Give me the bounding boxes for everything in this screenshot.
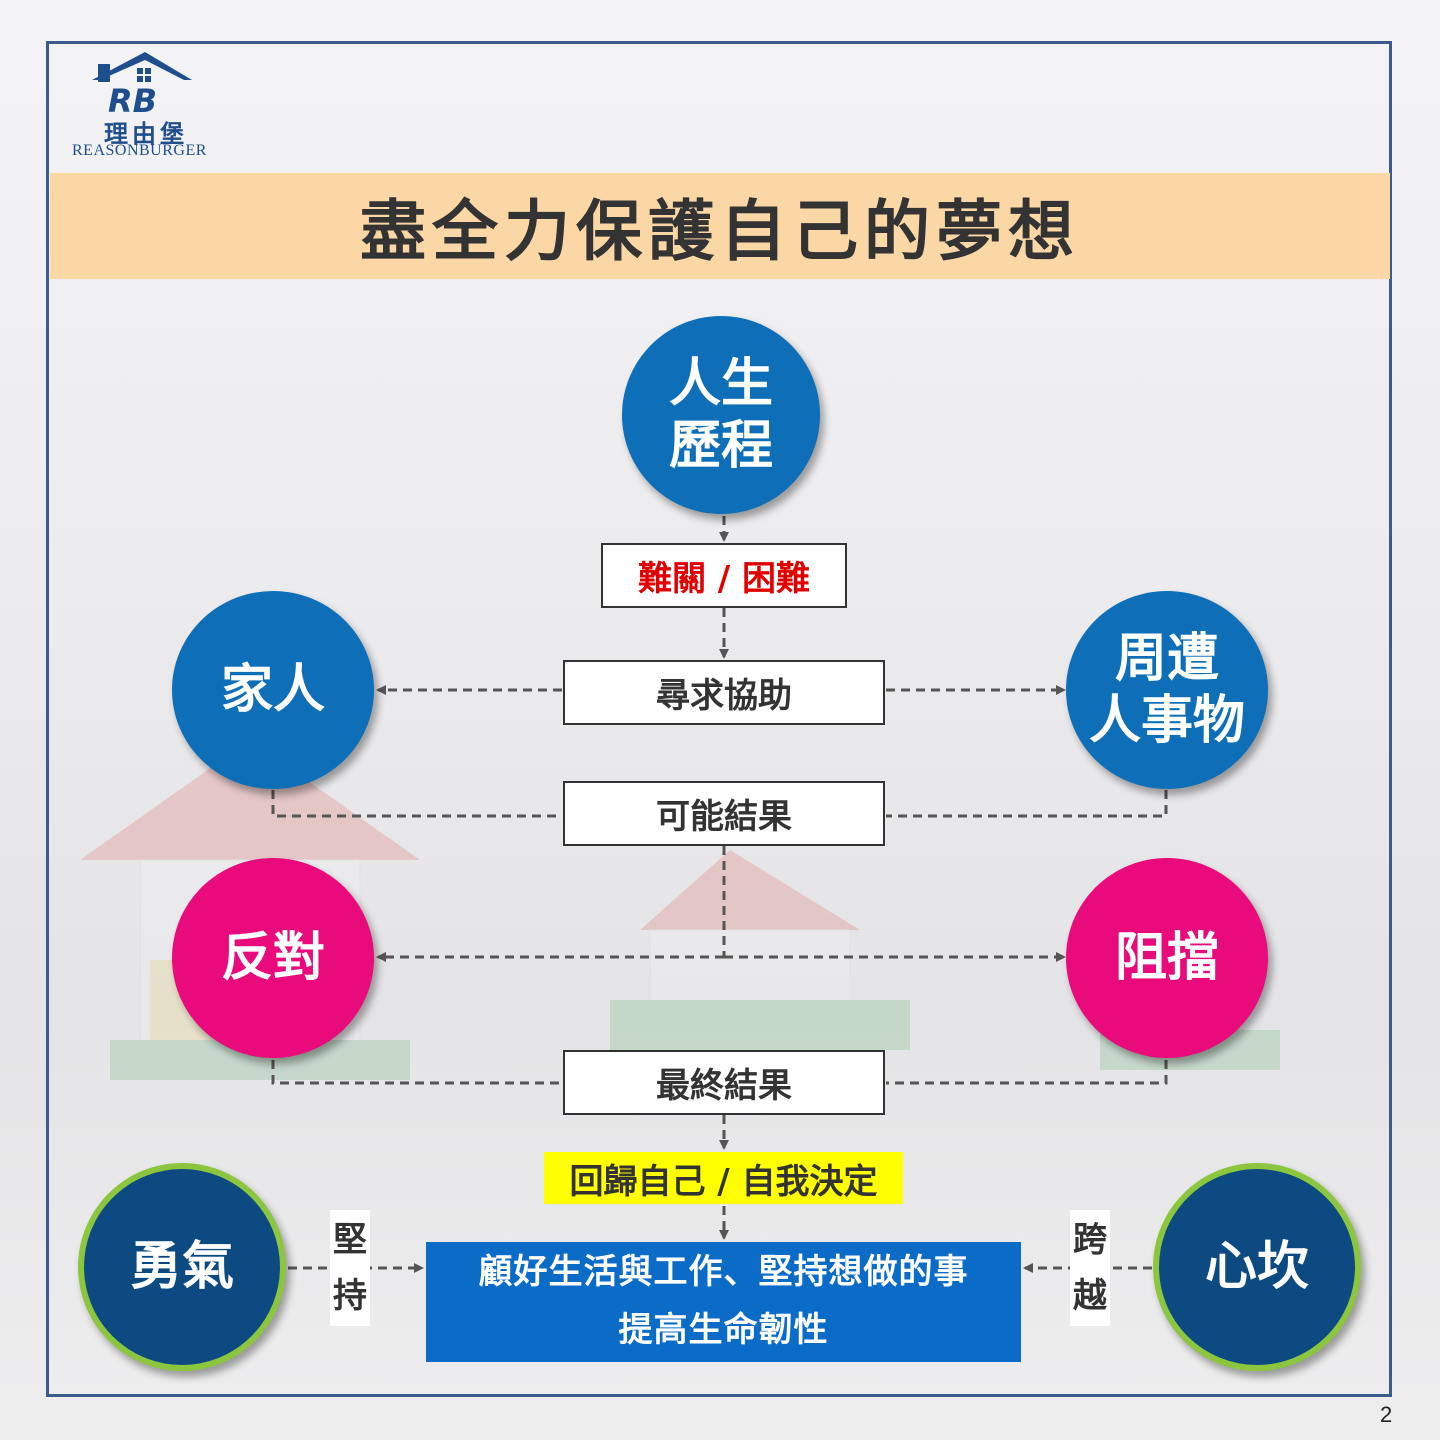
edge-block-to-final xyxy=(886,1060,1168,1085)
house-logo-icon: RB xyxy=(92,52,192,120)
outcome-line-2: 提高生命韌性 xyxy=(618,1310,829,1350)
logo: RB 理由堡 REASONBURGER xyxy=(70,50,220,160)
title-band: 盡全力保護自己的夢想 xyxy=(50,173,1390,279)
edge-label-cross: 跨 越 xyxy=(1070,1210,1110,1326)
node-courage: 勇氣 xyxy=(78,1163,286,1371)
node-family: 家人 xyxy=(172,591,374,789)
node-life-course: 人生 歷程 xyxy=(622,316,820,514)
edge-surroundings-to-result xyxy=(886,790,1168,818)
node-block: 阻擋 xyxy=(1066,858,1268,1058)
box-final-result: 最終結果 xyxy=(563,1050,885,1115)
box-outcome: 顧好生活與工作、堅持想做的事 提高生命韌性 xyxy=(426,1242,1021,1362)
logo-name-en: REASONBURGER xyxy=(72,142,207,159)
slide-frame xyxy=(46,41,1392,1397)
node-hurdle: 心坎 xyxy=(1153,1163,1361,1371)
edge-label-persist: 堅 持 xyxy=(330,1210,370,1326)
node-oppose: 反對 xyxy=(172,858,374,1058)
edge-family-to-result xyxy=(271,790,562,818)
page-number: 2 xyxy=(1380,1402,1393,1427)
logo-mark: RB xyxy=(108,82,157,120)
logo-name-zh: 理由堡 xyxy=(104,119,188,148)
outcome-line-1: 顧好生活與工作、堅持想做的事 xyxy=(478,1252,969,1293)
box-seek-help: 尋求協助 xyxy=(563,660,885,725)
page-title: 盡全力保護自己的夢想 xyxy=(360,193,1080,270)
box-difficulty: 難關 / 困難 xyxy=(601,543,847,608)
edge-oppose-to-final xyxy=(271,1060,562,1085)
box-possible-result: 可能結果 xyxy=(563,781,885,846)
node-surroundings: 周遭 人事物 xyxy=(1066,591,1268,789)
box-self-decision: 回歸自己 / 自我決定 xyxy=(544,1152,903,1204)
